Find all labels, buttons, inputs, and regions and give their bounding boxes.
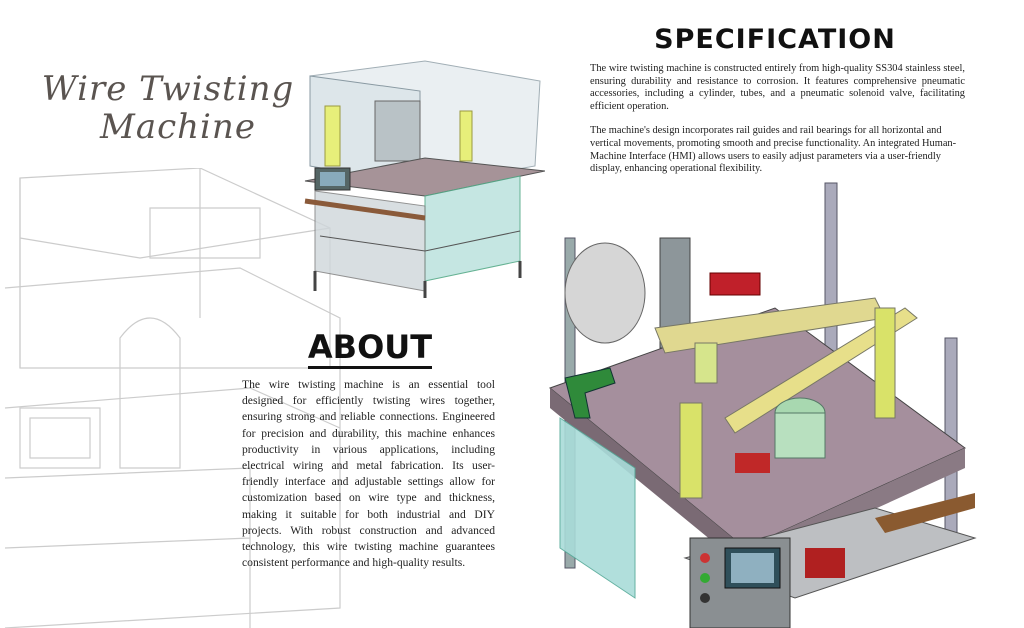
page-title: Wire Twisting Machine bbox=[38, 70, 298, 146]
machine-render-main bbox=[548, 182, 977, 628]
machine-sketch-background bbox=[4, 168, 341, 628]
specification-paragraph-1: The wire twisting machine is constructed… bbox=[590, 63, 965, 112]
specification-paragraph-2: The machine's design incorporates rail g… bbox=[590, 125, 957, 175]
specification-text: The wire twisting machine is constructed… bbox=[590, 63, 965, 176]
specification-heading: SPECIFICATION bbox=[654, 24, 896, 55]
about-heading-text: ABOUT bbox=[307, 328, 433, 369]
about-text: The wire twisting machine is an essentia… bbox=[242, 378, 495, 570]
title-line-2: Machine bbox=[100, 107, 256, 147]
machine-render-top bbox=[304, 60, 545, 298]
about-heading: ABOUT bbox=[290, 328, 450, 369]
title-line-1: Wire Twisting bbox=[41, 69, 295, 109]
